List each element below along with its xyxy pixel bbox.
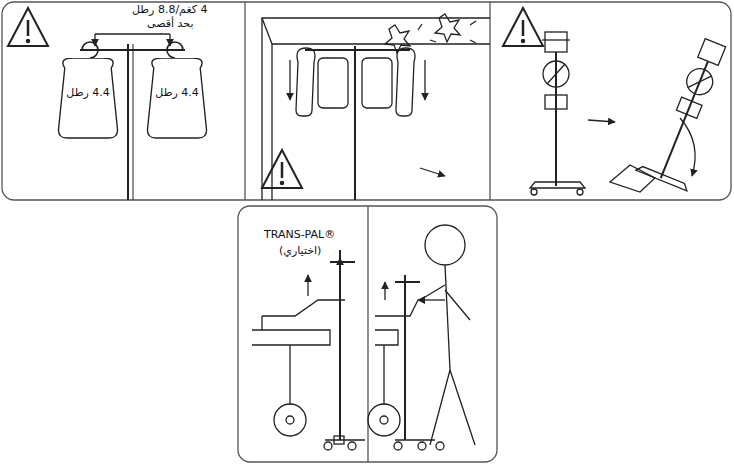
brand-label: TRANS-PAL® bbox=[262, 228, 337, 241]
iv-bag: 4.4 رطل bbox=[139, 58, 215, 140]
bag-outline bbox=[139, 58, 215, 140]
iv-bag: 4.4 رطل bbox=[50, 58, 126, 140]
max-label: بحد أقصى bbox=[145, 17, 195, 30]
bag-outline bbox=[50, 58, 126, 140]
max-load-label: 4 كغم/8.8 رطل bbox=[130, 3, 209, 16]
weight-label: 4.4 رطل bbox=[145, 86, 209, 99]
weight-label: 4.4 رطل bbox=[56, 86, 120, 99]
optional-label: (اختياري) bbox=[277, 244, 323, 257]
